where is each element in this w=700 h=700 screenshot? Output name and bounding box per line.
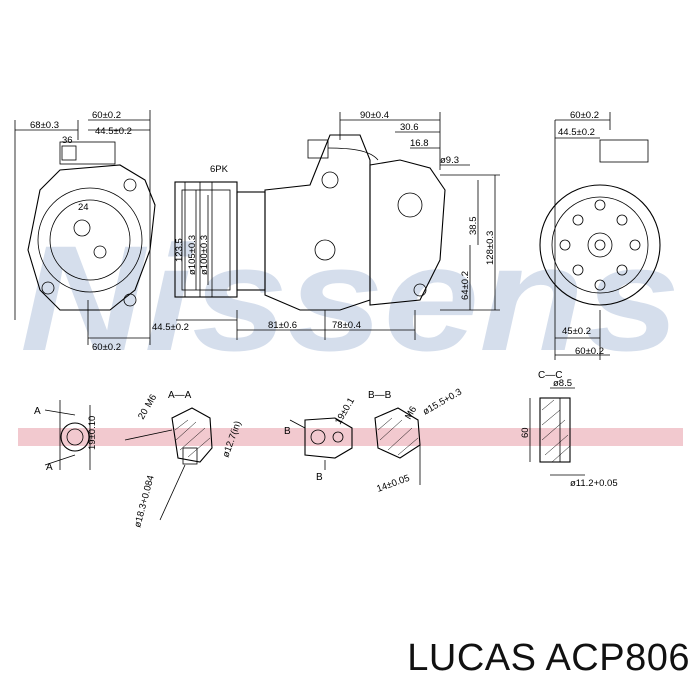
dim-left-60-top: 60±0.2 bbox=[92, 110, 121, 121]
part-caption: LUCAS ACP806 bbox=[407, 637, 690, 680]
dim-aa-20: 20 bbox=[136, 407, 151, 422]
dim-left-36: 36 bbox=[62, 135, 73, 146]
marker-b-left: B bbox=[284, 426, 291, 437]
left-side-view: 68±0.3 60±0.2 44.5±0.2 36 24 44.5±0.2 60… bbox=[14, 110, 189, 353]
dim-center-38: 38.5 bbox=[468, 217, 479, 236]
marker-a-bottom: A bbox=[46, 462, 53, 473]
dim-left-44-top: 44.5±0.2 bbox=[95, 126, 132, 137]
dim-center-d100: ø100±0.3 bbox=[199, 235, 210, 275]
dim-left-44-bottom: 44.5±0.2 bbox=[152, 322, 189, 333]
dim-cc-d11: ø11.2+0.05 bbox=[570, 478, 618, 489]
dim-cc-60: 60 bbox=[520, 427, 531, 438]
dim-center-d105: ø105±0.3 bbox=[187, 235, 198, 275]
part-number: ACP806 bbox=[545, 637, 690, 679]
dim-left-24: 24 bbox=[78, 202, 89, 213]
section-c-c: C—C ø8.5 60 ø11.2+0.05 bbox=[520, 370, 618, 489]
section-cc-title: C—C bbox=[538, 370, 562, 381]
dim-center-78: 78±0.4 bbox=[332, 320, 361, 331]
dim-center-d9: ø9.3 bbox=[440, 155, 459, 166]
dim-center-16: 16.8 bbox=[410, 138, 429, 149]
right-rear-view: 60±0.2 44.5±0.2 45±0.2 60±0.2 bbox=[539, 110, 661, 360]
section-aa-title: A—A bbox=[168, 390, 192, 401]
section-a-a: A A 19±0.10 A—A M6 20 ø12.7(in) ø18.3+0.… bbox=[34, 390, 244, 529]
dim-center-30: 30.6 bbox=[400, 122, 419, 133]
dim-center-90: 90±0.4 bbox=[360, 110, 389, 121]
dim-bb-d15: ø15.5+0.3 bbox=[421, 387, 464, 418]
brand-name: LUCAS bbox=[407, 637, 537, 679]
dim-cc-d8: ø8.5 bbox=[553, 378, 572, 389]
center-front-view: 90±0.4 30.6 16.8 ø9.3 6PK 123.5 ø105±0.3… bbox=[174, 110, 500, 340]
dim-aa-d18: ø18.3+0.084 bbox=[132, 474, 157, 529]
dim-right-44-top: 44.5±0.2 bbox=[558, 127, 595, 138]
section-bb-title: B—B bbox=[368, 390, 392, 401]
dim-center-123: 123.5 bbox=[174, 238, 185, 262]
dim-bb-19: 19±0.1 bbox=[333, 396, 357, 427]
watermark-stripe bbox=[18, 428, 683, 446]
dim-left-68: 68±0.3 bbox=[30, 120, 59, 131]
dim-aa-m6: M6 bbox=[143, 393, 159, 410]
dim-center-81: 81±0.6 bbox=[268, 320, 297, 331]
dim-right-60-top: 60±0.2 bbox=[570, 110, 599, 121]
dim-aa-19: 19±0.10 bbox=[87, 416, 98, 450]
dim-left-60-bottom: 60±0.2 bbox=[92, 342, 121, 353]
dim-right-45: 45±0.2 bbox=[562, 326, 591, 337]
dim-center-64: 64±0.2 bbox=[460, 271, 471, 300]
dim-center-6pk: 6PK bbox=[210, 164, 229, 175]
dim-right-60-bottom: 60±0.2 bbox=[575, 346, 604, 357]
dim-center-128: 128±0.3 bbox=[485, 231, 496, 265]
dim-bb-14: 14±0.05 bbox=[375, 473, 411, 495]
marker-b-bottom: B bbox=[316, 472, 323, 483]
marker-a-top: A bbox=[34, 406, 41, 417]
